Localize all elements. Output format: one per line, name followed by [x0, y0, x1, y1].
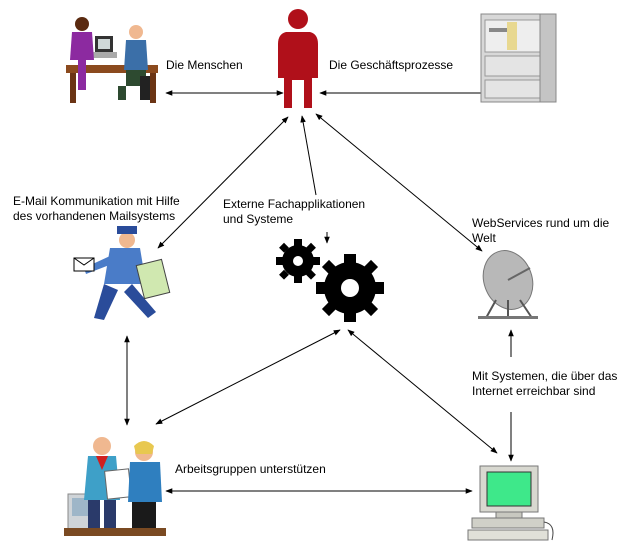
- arrow-gears-computer: [347, 329, 498, 454]
- office-workers-icon: [66, 17, 158, 103]
- label-workgroups: Arbeitsgruppen unterstützen: [175, 462, 326, 476]
- person-silhouette-icon: [278, 9, 318, 108]
- label-email: E-Mail Kommunikation mit Hilfe des vorha…: [13, 194, 180, 223]
- connectors: [124, 90, 514, 494]
- team-meeting-icon: [64, 437, 166, 536]
- arrow-center-webservices: [315, 113, 483, 252]
- gears-icon: [276, 239, 384, 322]
- arrow-gears-center: [300, 115, 317, 196]
- label-external: Externe Fachapplikationen und Systeme: [223, 197, 366, 226]
- label-webservices: WebServices rund um die Welt: [472, 216, 610, 245]
- satellite-dish-icon: [478, 250, 538, 319]
- filing-cabinet-icon: [480, 13, 557, 103]
- mail-carrier-icon: [73, 226, 171, 320]
- arrow-gears-workgroups: [155, 329, 341, 425]
- label-processes: Die Geschäftsprozesse: [329, 58, 454, 72]
- label-internet: Mit Systemen, die über das Internet erre…: [472, 369, 618, 398]
- label-people: Die Menschen: [166, 58, 243, 72]
- arrow-center-email: [157, 116, 289, 249]
- desktop-computer-icon: [467, 465, 554, 541]
